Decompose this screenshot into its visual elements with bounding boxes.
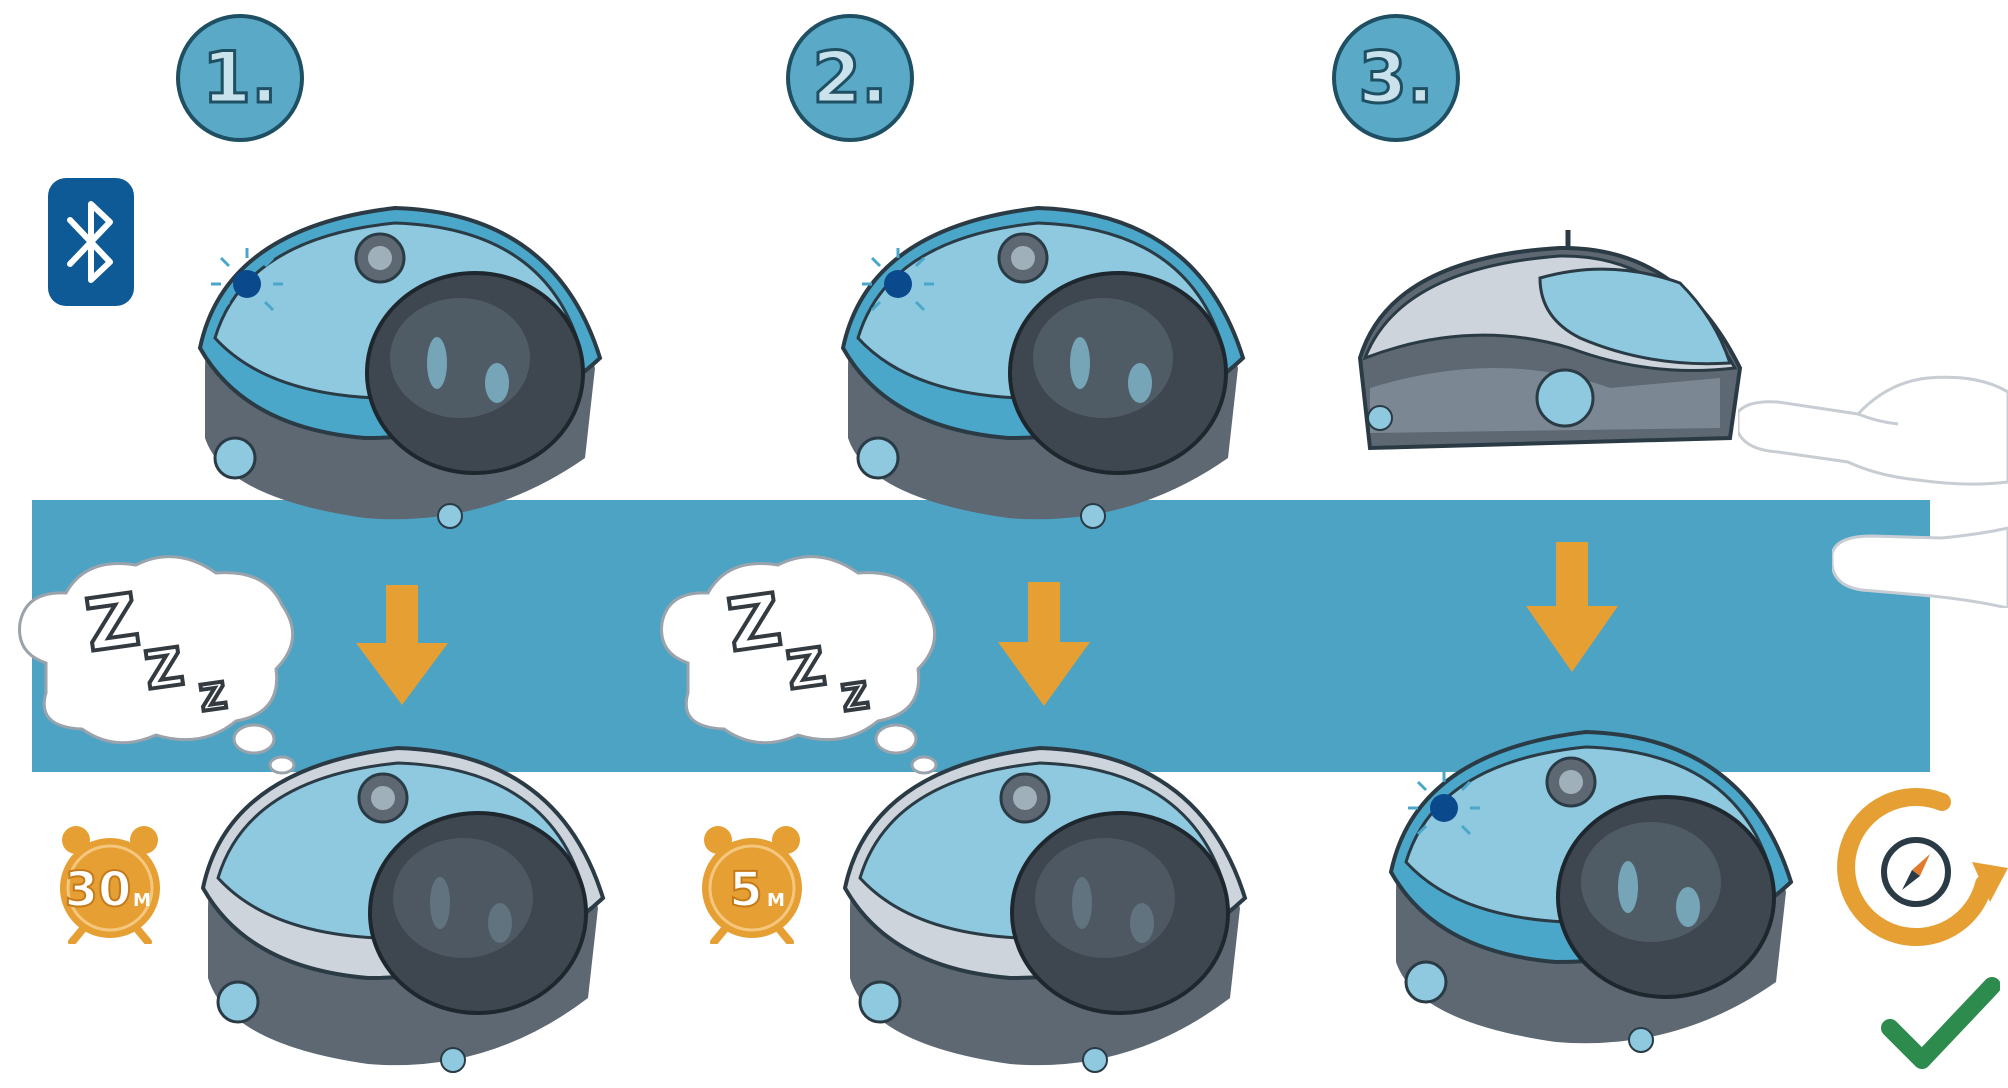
- pointing-hand-middle-icon: [1832, 524, 2008, 608]
- timer-value-5: 5: [729, 862, 762, 918]
- robot-sleeping-step1: [188, 738, 618, 1084]
- timer-unit-5: M: [767, 890, 785, 911]
- timer-value-30: 30: [65, 862, 132, 918]
- alarm-clock-icon-30m: 30 M: [54, 822, 166, 944]
- checkmark-icon: [1880, 976, 2000, 1076]
- robot-awake-step2: [828, 198, 1258, 538]
- bluetooth-icon: [48, 178, 134, 306]
- pointing-hand-icon: [1738, 372, 2008, 492]
- step-label-1: 1.: [202, 37, 277, 119]
- refresh-icon: [1832, 784, 2008, 954]
- step-label-3: 3.: [1358, 37, 1433, 119]
- compass-icon: [1884, 840, 1948, 904]
- timer-unit-30: M: [133, 890, 151, 911]
- robot-awake-step1: [185, 198, 615, 538]
- step-label-2: 2.: [812, 37, 887, 119]
- robot-side-view-step3: [1350, 228, 1750, 458]
- arrow-down-2: [998, 582, 1090, 706]
- alarm-clock-icon-5m: 5 M: [696, 822, 808, 944]
- step-badge-3: 3.: [1332, 14, 1460, 142]
- robot-sleeping-step2: [830, 738, 1260, 1084]
- step-badge-1: 1.: [176, 14, 304, 142]
- arrow-down-1: [356, 585, 448, 705]
- arrow-down-3: [1526, 542, 1618, 672]
- step-badge-2: 2.: [786, 14, 914, 142]
- robot-awake-step3: [1376, 722, 1806, 1062]
